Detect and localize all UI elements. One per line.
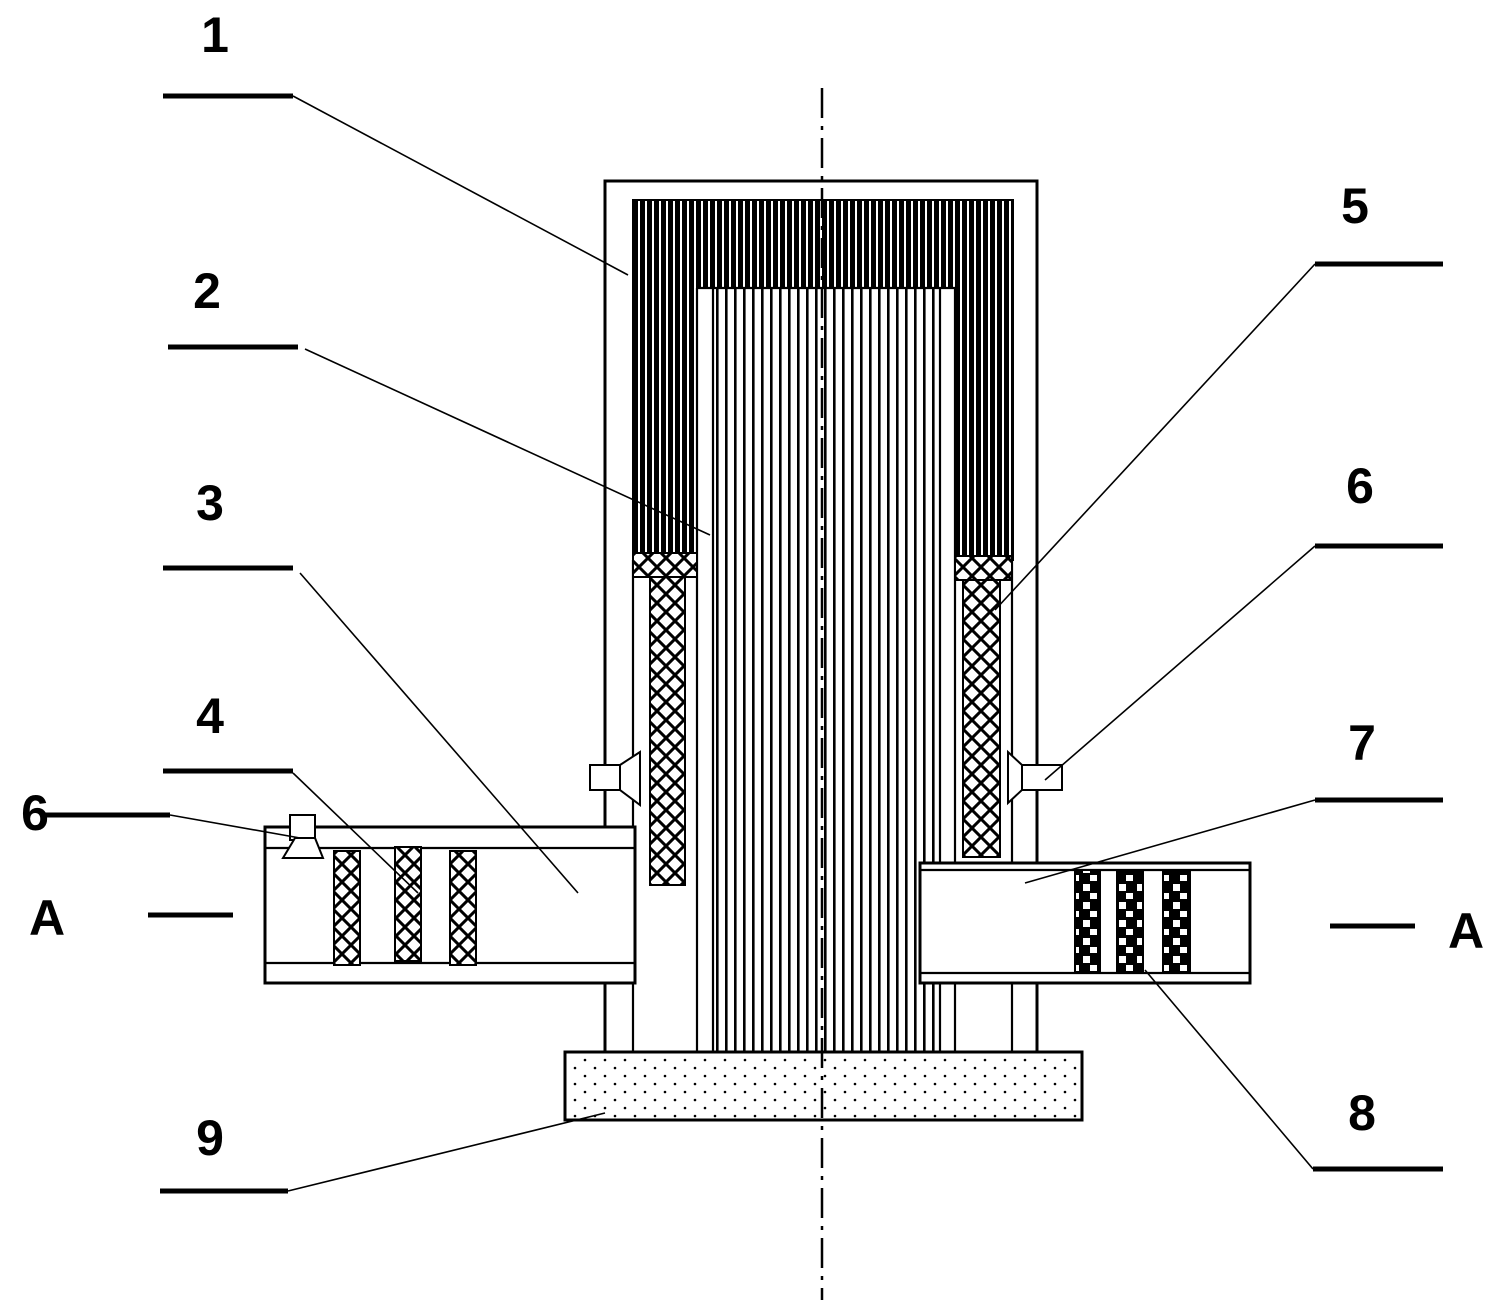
label-5: 5 bbox=[1341, 178, 1369, 234]
left-housing-fitting-flare bbox=[619, 750, 641, 807]
leader-line-6-right bbox=[1044, 545, 1316, 781]
left-crosshatch-column bbox=[649, 576, 686, 886]
left-housing-fitting bbox=[589, 764, 623, 791]
label-7: 7 bbox=[1348, 715, 1376, 771]
left-duct-filter-2 bbox=[394, 846, 422, 962]
right-duct-filter-3 bbox=[1162, 871, 1191, 973]
duct-fitting bbox=[289, 814, 316, 841]
label-2: 2 bbox=[193, 263, 221, 319]
right-duct-filter-2 bbox=[1116, 871, 1144, 973]
base-plate bbox=[563, 1050, 1084, 1122]
left-duct-filter-1 bbox=[333, 850, 361, 966]
label-8: 8 bbox=[1348, 1085, 1376, 1141]
leader-line-3 bbox=[299, 572, 579, 894]
leader-line-4 bbox=[292, 772, 419, 894]
leader-line-9 bbox=[287, 1112, 606, 1192]
label-6-left: 6 bbox=[21, 785, 49, 841]
leader-line-6-left bbox=[169, 814, 301, 839]
leader-line-2 bbox=[304, 348, 711, 536]
label-3: 3 bbox=[196, 475, 224, 531]
label-6-right: 6 bbox=[1346, 458, 1374, 514]
right-duct-filter-1 bbox=[1074, 869, 1101, 973]
right-crosshatch-column bbox=[962, 579, 1001, 858]
leader-line-7 bbox=[1024, 799, 1316, 884]
left-duct-filter-3 bbox=[449, 850, 477, 966]
leader-line-8 bbox=[1144, 969, 1314, 1170]
duct-fitting-flare bbox=[281, 837, 325, 859]
label-9: 9 bbox=[196, 1110, 224, 1166]
section-label-a-left: A bbox=[29, 890, 65, 946]
right-housing-fitting-flare bbox=[1007, 749, 1023, 806]
core-stripes bbox=[713, 288, 940, 1052]
label-4: 4 bbox=[196, 688, 224, 744]
label-1: 1 bbox=[201, 7, 229, 63]
leader-line-1 bbox=[292, 95, 629, 276]
section-label-a-right: A bbox=[1448, 903, 1484, 959]
right-housing-fitting bbox=[1019, 764, 1063, 791]
left-column-cap bbox=[632, 552, 698, 578]
leader-line-5 bbox=[994, 263, 1316, 611]
right-column-cap bbox=[954, 555, 1013, 581]
